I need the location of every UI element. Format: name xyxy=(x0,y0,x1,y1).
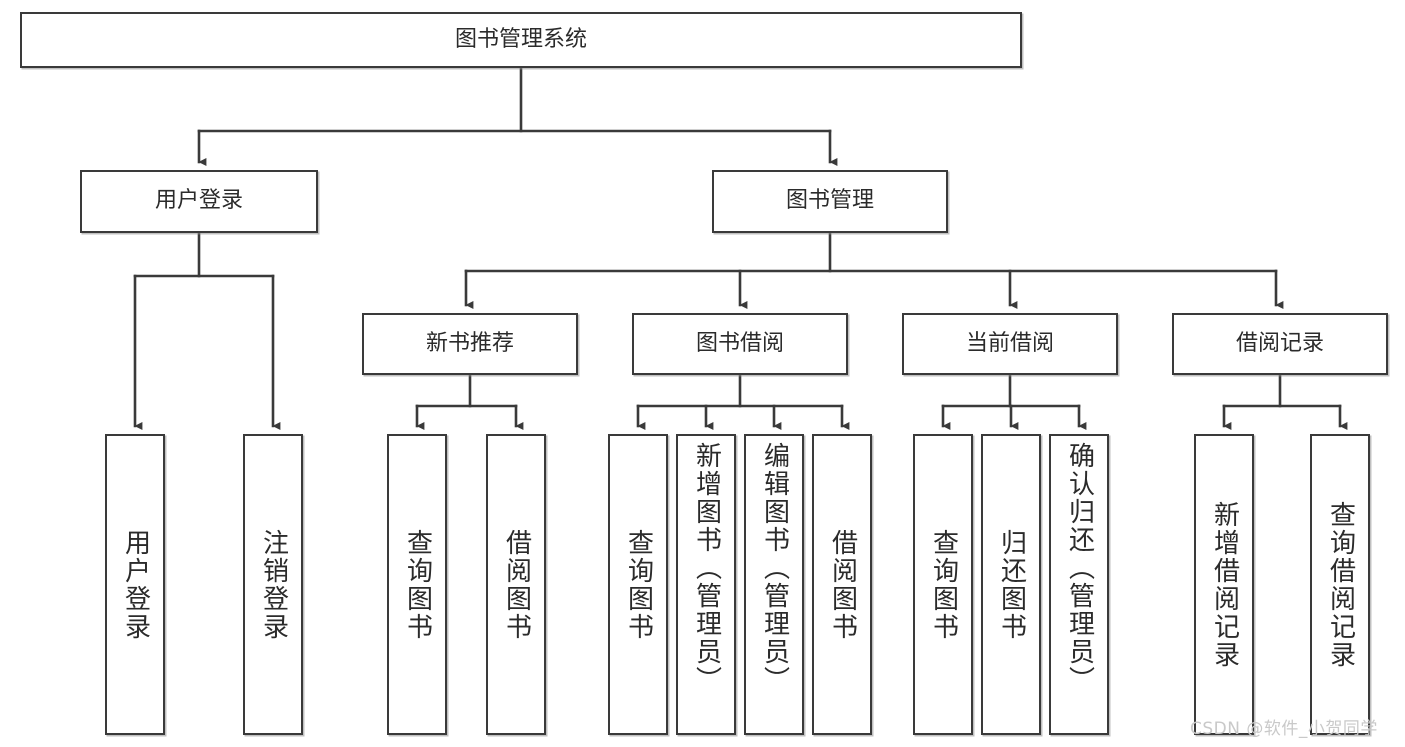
node-borrow-record[interactable]: 借阅记录 xyxy=(1172,313,1388,375)
node-leaf-user-login[interactable]: 用户登录 xyxy=(105,434,165,735)
node-leaf-edit-book-admin[interactable]: 编辑图书（管理员） xyxy=(744,434,804,735)
node-label: 新书推荐 xyxy=(425,330,514,356)
node-label: 新增借阅记录 xyxy=(1209,500,1240,669)
node-label: 新增图书（管理员） xyxy=(691,442,722,694)
node-label: 确认归还（管理员） xyxy=(1064,442,1095,694)
node-leaf-query-book-recommend[interactable]: 查询图书 xyxy=(387,434,447,735)
node-label: 当前借阅 xyxy=(965,330,1054,356)
node-root-system[interactable]: 图书管理系统 xyxy=(20,12,1022,68)
node-leaf-add-book-admin[interactable]: 新增图书（管理员） xyxy=(676,434,736,735)
node-label: 注销登录 xyxy=(258,528,289,641)
node-label: 查询图书 xyxy=(623,528,654,641)
node-user-login[interactable]: 用户登录 xyxy=(80,170,318,233)
node-label: 借阅记录 xyxy=(1235,330,1324,356)
node-label: 用户登录 xyxy=(120,528,151,641)
node-label: 查询借阅记录 xyxy=(1325,500,1356,669)
csdn-watermark: CSDN @软件_小贺同学 xyxy=(1190,719,1378,739)
node-leaf-query-book-current[interactable]: 查询图书 xyxy=(913,434,973,735)
node-label: 归还图书 xyxy=(996,528,1027,641)
node-label: 查询图书 xyxy=(928,528,959,641)
node-label: 借阅图书 xyxy=(501,528,532,641)
node-book-borrow[interactable]: 图书借阅 xyxy=(632,313,848,375)
node-leaf-return-book[interactable]: 归还图书 xyxy=(981,434,1041,735)
node-current-borrow[interactable]: 当前借阅 xyxy=(902,313,1118,375)
node-book-manage[interactable]: 图书管理 xyxy=(712,170,948,233)
node-leaf-borrow-book[interactable]: 借阅图书 xyxy=(812,434,872,735)
node-leaf-borrow-book-recommend[interactable]: 借阅图书 xyxy=(486,434,546,735)
node-label: 编辑图书（管理员） xyxy=(759,442,790,694)
node-leaf-add-borrow-record[interactable]: 新增借阅记录 xyxy=(1194,434,1254,735)
node-new-book-recommend[interactable]: 新书推荐 xyxy=(362,313,578,375)
node-label: 查询图书 xyxy=(402,528,433,641)
node-label: 借阅图书 xyxy=(827,528,858,641)
node-leaf-logout[interactable]: 注销登录 xyxy=(243,434,303,735)
node-label: 图书借阅 xyxy=(695,330,784,356)
node-label: 图书管理 xyxy=(785,188,874,214)
node-leaf-query-book-borrow[interactable]: 查询图书 xyxy=(608,434,668,735)
node-label: 用户登录 xyxy=(154,188,243,214)
node-label: 图书管理系统 xyxy=(454,26,587,52)
node-leaf-query-borrow-record[interactable]: 查询借阅记录 xyxy=(1310,434,1370,735)
node-leaf-confirm-return-admin[interactable]: 确认归还（管理员） xyxy=(1049,434,1109,735)
